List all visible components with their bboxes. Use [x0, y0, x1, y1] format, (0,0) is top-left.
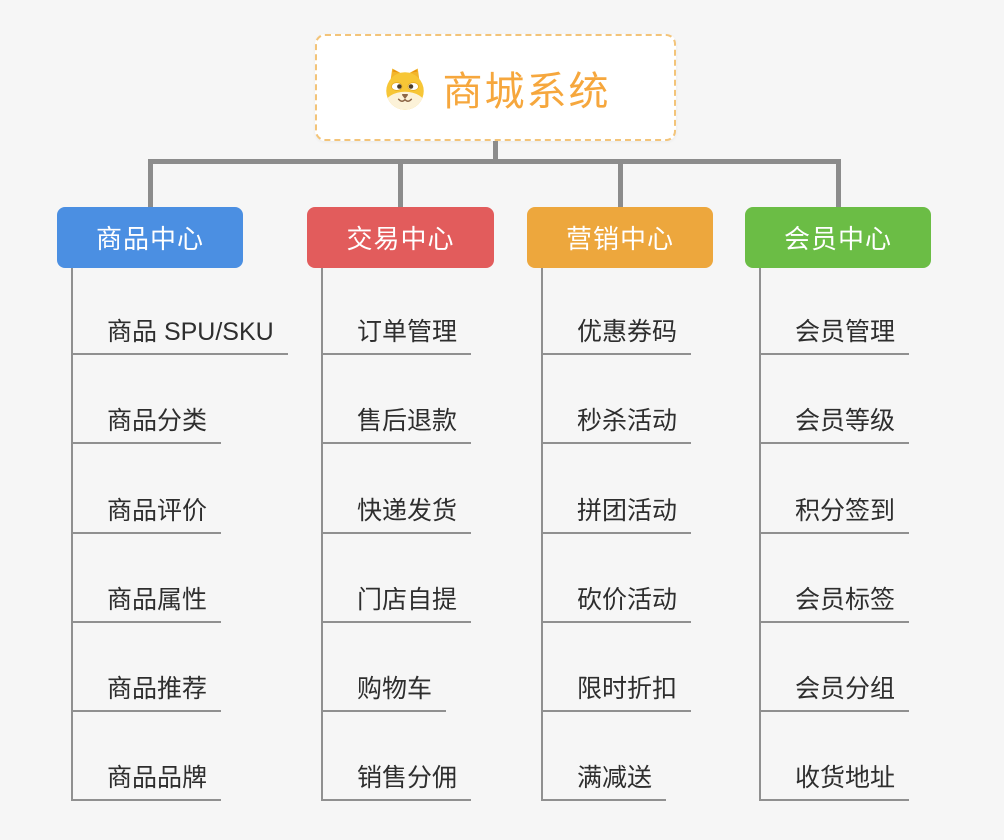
mindmap-item[interactable]: 快递发货 [321, 499, 472, 534]
mindmap-item[interactable]: 商品属性 [71, 588, 222, 623]
connector-bus-line [148, 159, 841, 164]
branch-node-trade-center[interactable]: 交易中心 [307, 207, 494, 268]
branch-label: 会员中心 [783, 224, 892, 254]
branch-label: 交易中心 [346, 224, 455, 254]
mindmap-item[interactable]: 优惠券码 [541, 320, 692, 355]
root-node-label: 商城系统 [442, 69, 611, 114]
mindmap-item[interactable]: 门店自提 [321, 588, 472, 623]
mindmap-item[interactable]: 售后退款 [321, 409, 472, 444]
dog-face-icon [381, 64, 429, 112]
mindmap-item[interactable]: 商品评价 [71, 499, 222, 534]
root-node-mall-system[interactable]: 商城系统 [315, 34, 676, 141]
mindmap-item[interactable]: 拼团活动 [541, 499, 692, 534]
mindmap-item[interactable]: 收货地址 [759, 766, 910, 801]
connector-drop-marketing [618, 159, 623, 207]
mindmap-item[interactable]: 商品分类 [71, 409, 222, 444]
connector-trunk-trade [321, 268, 323, 801]
connector-trunk-product [71, 268, 73, 801]
mindmap-item[interactable]: 会员等级 [759, 409, 910, 444]
mindmap-item[interactable]: 商品品牌 [71, 766, 222, 801]
connector-drop-trade [398, 159, 403, 207]
mindmap-item[interactable]: 购物车 [321, 677, 447, 712]
branch-node-product-center[interactable]: 商品中心 [57, 207, 243, 268]
branch-node-marketing-center[interactable]: 营销中心 [527, 207, 713, 268]
branch-label: 营销中心 [565, 224, 674, 254]
mindmap-item[interactable]: 商品推荐 [71, 677, 222, 712]
connector-trunk-marketing [541, 268, 543, 801]
mindmap-item[interactable]: 积分签到 [759, 499, 910, 534]
mindmap-item[interactable]: 满减送 [541, 766, 667, 801]
connector-drop-member [836, 159, 841, 207]
connector-trunk-member [759, 268, 761, 801]
branch-label: 商品中心 [95, 224, 204, 254]
mindmap-item[interactable]: 限时折扣 [541, 677, 692, 712]
mindmap-item[interactable]: 销售分佣 [321, 766, 472, 801]
mindmap-item[interactable]: 砍价活动 [541, 588, 692, 623]
connector-root-drop [493, 141, 498, 164]
mindmap-item[interactable]: 会员分组 [759, 677, 910, 712]
mindmap-item[interactable]: 会员管理 [759, 320, 910, 355]
mindmap-item[interactable]: 秒杀活动 [541, 409, 692, 444]
mindmap-item[interactable]: 订单管理 [321, 320, 472, 355]
connector-drop-product [148, 159, 153, 207]
mindmap-item[interactable]: 会员标签 [759, 588, 910, 623]
branch-node-member-center[interactable]: 会员中心 [745, 207, 931, 268]
mindmap-item[interactable]: 商品 SPU/SKU [71, 320, 288, 355]
